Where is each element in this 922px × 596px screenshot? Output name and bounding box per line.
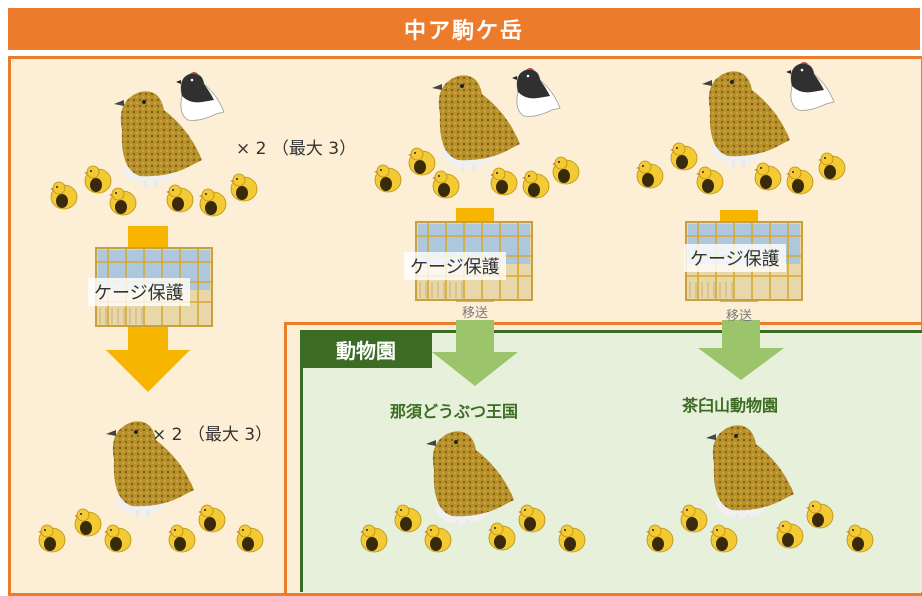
zoo-name-chausuyama: 茶臼山動物園: [682, 396, 779, 415]
chick-icon: [695, 166, 724, 195]
chick-count-bottom: × 2 （最大 3）: [152, 425, 273, 445]
cage-label: ケージ保護: [684, 244, 786, 272]
transfer-label: 移送: [462, 306, 489, 321]
chick-icon: [557, 524, 586, 553]
chick-icon: [679, 504, 708, 533]
chick-icon: [785, 166, 814, 195]
chick-icon: [37, 524, 66, 553]
chick-icon: [845, 524, 874, 553]
chick-icon: [817, 152, 846, 181]
page-title-banner: 中ア駒ケ岳: [8, 8, 920, 50]
transfer-arrow: [698, 320, 784, 380]
page-title: 中ア駒ケ岳: [403, 19, 524, 44]
chick-icon: [669, 142, 698, 171]
chick-icon: [197, 504, 226, 533]
chick-icon: [73, 508, 102, 537]
zoo-outer-frame: [284, 322, 922, 594]
rock-ptarmigan-male-icon: [785, 61, 835, 111]
zoo-region: [300, 330, 922, 592]
chick-icon: [165, 184, 194, 213]
chick-icon: [635, 160, 664, 189]
chick-count-top: × 2 （最大 3）: [236, 139, 357, 159]
chick-icon: [198, 188, 227, 217]
chick-icon: [431, 170, 460, 199]
chick-icon: [407, 147, 436, 176]
rock-ptarmigan-hen-icon: [432, 75, 520, 172]
chick-icon: [753, 162, 782, 191]
transfer-label: 移送: [726, 309, 753, 324]
chick-icon: [487, 522, 516, 551]
rock-ptarmigan-male-icon: [175, 71, 225, 121]
chick-icon: [393, 504, 422, 533]
chick-icon: [489, 167, 518, 196]
chick-icon: [805, 500, 834, 529]
transfer-arrow: [432, 320, 518, 386]
chick-icon: [373, 164, 402, 193]
chick-icon: [108, 187, 137, 216]
chick-icon: [521, 170, 550, 199]
zoo-tab-label: 動物園: [336, 338, 396, 363]
zoo-name-nasu: 那須どうぶつ王国: [390, 402, 519, 421]
chick-icon: [551, 156, 580, 185]
rock-ptarmigan-hen-icon: [706, 425, 794, 522]
zoo-tab: 動物園: [300, 330, 432, 368]
chick-icon: [709, 524, 738, 553]
chick-icon: [49, 181, 78, 210]
rock-ptarmigan-hen-icon: [702, 71, 790, 168]
chick-icon: [229, 173, 258, 202]
chick-icon: [167, 524, 196, 553]
chick-icon: [235, 524, 264, 553]
chick-icon: [83, 165, 112, 194]
rock-ptarmigan-hen-icon: [426, 431, 514, 528]
cage-label: ケージ保護: [88, 278, 190, 306]
chick-icon: [645, 524, 674, 553]
chick-icon: [103, 524, 132, 553]
rock-ptarmigan-male-icon: [511, 67, 561, 117]
cage-label: ケージ保護: [404, 252, 506, 280]
chick-icon: [359, 524, 388, 553]
chick-icon: [775, 520, 804, 549]
chick-icon: [423, 524, 452, 553]
chick-icon: [517, 504, 546, 533]
